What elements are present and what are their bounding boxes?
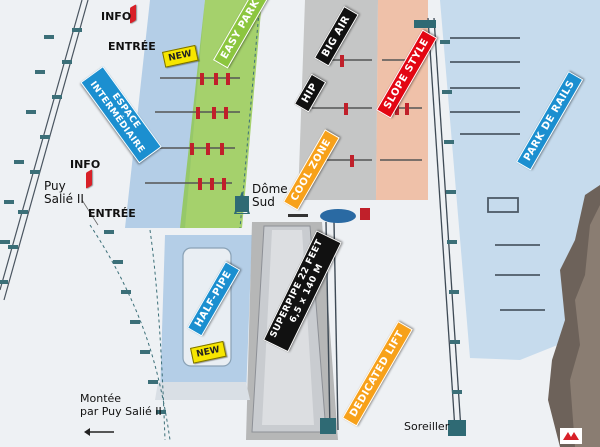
montee-label: Montée par Puy Salié II	[80, 392, 162, 418]
lift-station-icon[interactable]	[233, 190, 251, 215]
logo-icon	[560, 428, 582, 444]
info-label-left: INFO	[70, 158, 101, 171]
entree-label-left: ENTRÉE	[88, 207, 136, 220]
info-label-top: INFO	[101, 10, 132, 23]
arrow-left-icon	[84, 421, 116, 436]
soreiller-label: Soreiller	[404, 420, 450, 433]
entree-label-top: ENTRÉE	[108, 40, 156, 53]
dome-sud-label: Dôme Sud	[252, 182, 288, 209]
puy-salie-label: Puy Salié II	[44, 179, 84, 206]
zone-easy-park-area[interactable]	[180, 0, 262, 228]
